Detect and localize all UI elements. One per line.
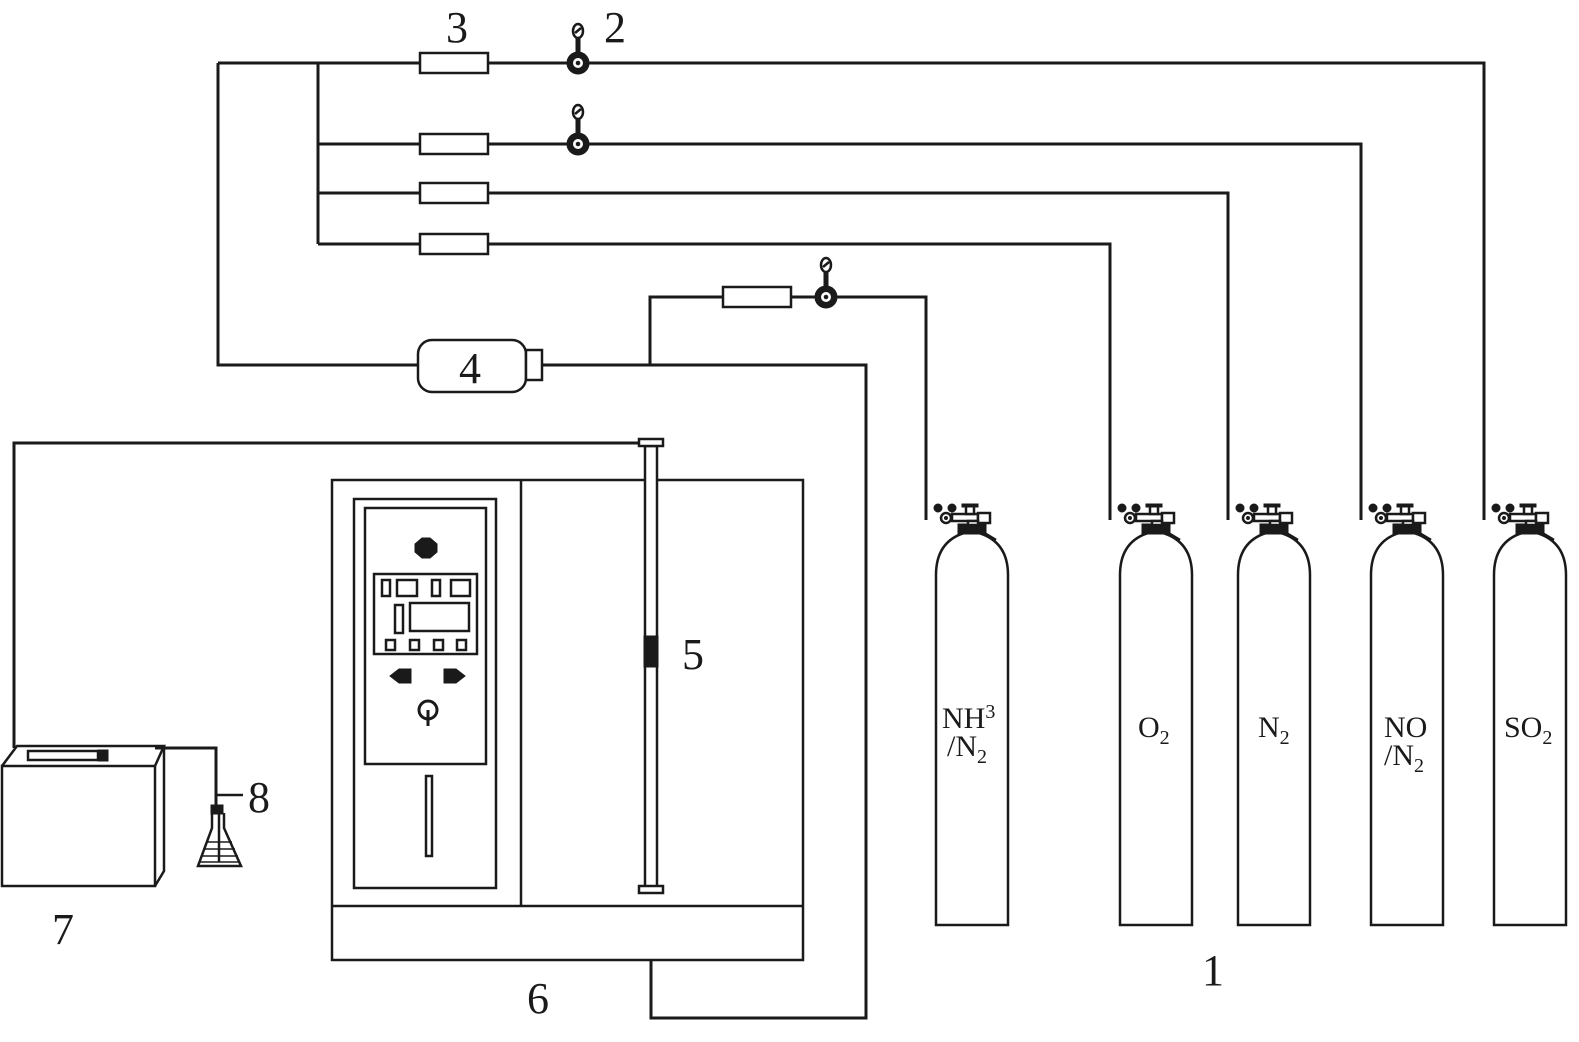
valve-nh3 (813, 256, 839, 310)
gas-label-no: NO (1384, 711, 1427, 744)
gas-label-so2: SO2 (1504, 711, 1552, 749)
flowmeter-no (418, 132, 490, 156)
label-analyzer: 7 (52, 905, 74, 954)
label-flowmeter: 3 (446, 3, 468, 52)
reactor-tube (637, 437, 665, 895)
gas-label-nh3-line2: /N2 (947, 730, 987, 768)
tube-furnace (330, 478, 805, 962)
gas-label-nh3: NH3 (942, 701, 995, 735)
flowmeter-n2 (418, 181, 490, 205)
label-valve: 2 (604, 3, 626, 52)
label-furnace: 6 (527, 974, 549, 1023)
valves (565, 22, 839, 310)
absorption-flask (196, 793, 243, 868)
gas-label-o2: O2 (1138, 711, 1170, 749)
flowmeters (418, 51, 793, 309)
flowmeter-so2 (418, 51, 490, 75)
valve-so2 (565, 22, 591, 76)
gas-lines (12, 61, 1486, 1020)
label-mixer: 4 (459, 344, 481, 393)
gas-cylinders (932, 502, 1568, 927)
label-reactor: 5 (682, 630, 704, 679)
gas-mixer (416, 338, 544, 394)
flowmeter-nh3 (721, 285, 793, 309)
gas-label-n2: N2 (1258, 711, 1290, 749)
gas-label-no-line2: /N2 (1384, 739, 1424, 777)
flowmeter-o2 (418, 232, 490, 256)
valve-no (565, 103, 591, 157)
gas-analyzer (0, 744, 166, 888)
label-cylinders: 1 (1202, 946, 1224, 995)
label-absorber: 8 (248, 773, 270, 822)
